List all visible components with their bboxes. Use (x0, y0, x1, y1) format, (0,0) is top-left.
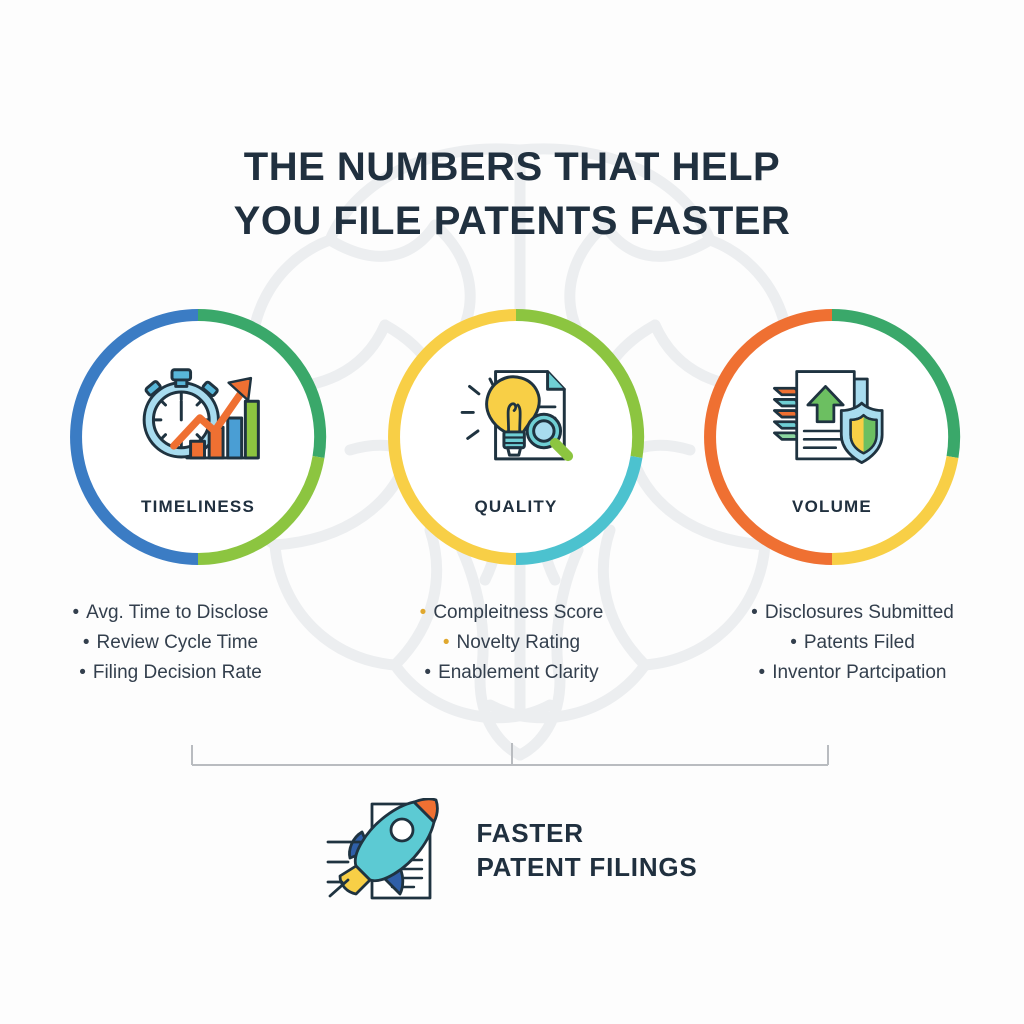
bullet-dot-icon: • (419, 602, 427, 623)
metrics-column-timeliness: • Avg. Time to Disclose • Review Cycle T… (0, 598, 341, 698)
list-item-label: Enablement Clarity (438, 662, 599, 683)
list-item: • Novelty Rating (443, 628, 580, 658)
pillar-label-quality: QUALITY (474, 497, 558, 516)
pillars-row: TIMELINESS (0, 305, 1024, 570)
list-item-label: Novelty Rating (456, 632, 581, 653)
pillar-volume[interactable]: VOLUME (702, 307, 962, 567)
list-item-label: Inventor Partcipation (772, 662, 947, 683)
metrics-columns: • Avg. Time to Disclose • Review Cycle T… (0, 598, 1024, 698)
bullet-dot-icon: • (442, 632, 450, 653)
footer-outcome: FASTER PATENT FILINGS (0, 795, 1024, 905)
metrics-column-quality: • Compleitness Score • Novelty Rating • … (341, 598, 682, 698)
stopwatch-bar-chart-growth-icon (142, 368, 260, 460)
bullet-dot-icon: • (424, 662, 432, 683)
pillar-quality[interactable]: QUALITY (386, 307, 646, 567)
bullet-dot-icon: • (790, 632, 797, 653)
list-item: • Disclosures Submitted (751, 598, 954, 628)
list-item: • Patents Filed (790, 628, 915, 658)
pillar-timeliness[interactable]: TIMELINESS (68, 307, 328, 567)
bracket-connector (191, 743, 829, 766)
footer-line-1: FASTER (476, 818, 584, 848)
list-item-label: Avg. Time to Disclose (86, 602, 269, 623)
stacked-documents-shield-uparrow-icon (773, 370, 884, 464)
bullet-dot-icon: • (79, 662, 86, 683)
list-item: • Compleitness Score (420, 598, 604, 628)
page-title: THE NUMBERS THAT HELP YOU FILE PATENTS F… (0, 140, 1024, 248)
list-item: • Filing Decision Rate (79, 658, 262, 688)
title-line-1: THE NUMBERS THAT HELP (243, 145, 781, 189)
list-item-label: Compleitness Score (433, 602, 604, 623)
list-item-label: Review Cycle Time (96, 632, 259, 653)
list-item-label: Filing Decision Rate (92, 662, 262, 683)
metrics-column-volume: • Disclosures Submitted • Patents Filed … (682, 598, 1023, 698)
title-line-2: YOU FILE PATENTS FASTER (233, 199, 791, 243)
bullet-dot-icon: • (758, 662, 766, 683)
bullet-dot-icon: • (82, 632, 90, 653)
footer-line-2: PATENT FILINGS (476, 852, 698, 882)
list-item: • Avg. Time to Disclose (73, 598, 269, 628)
list-item-label: Patents Filed (803, 632, 915, 653)
lightbulb-document-magnifier-icon (460, 370, 574, 462)
list-item: • Inventor Partcipation (759, 658, 947, 688)
pillar-label-volume: VOLUME (792, 497, 872, 516)
bullet-dot-icon: • (72, 602, 80, 623)
rocket-document-icon (327, 798, 440, 900)
list-item: • Review Cycle Time (83, 628, 258, 658)
list-item-label: Disclosures Submitted (764, 602, 954, 623)
pillar-label-timeliness: TIMELINESS (140, 497, 255, 516)
bullet-dot-icon: • (751, 602, 758, 623)
list-item: • Enablement Clarity (424, 658, 598, 688)
